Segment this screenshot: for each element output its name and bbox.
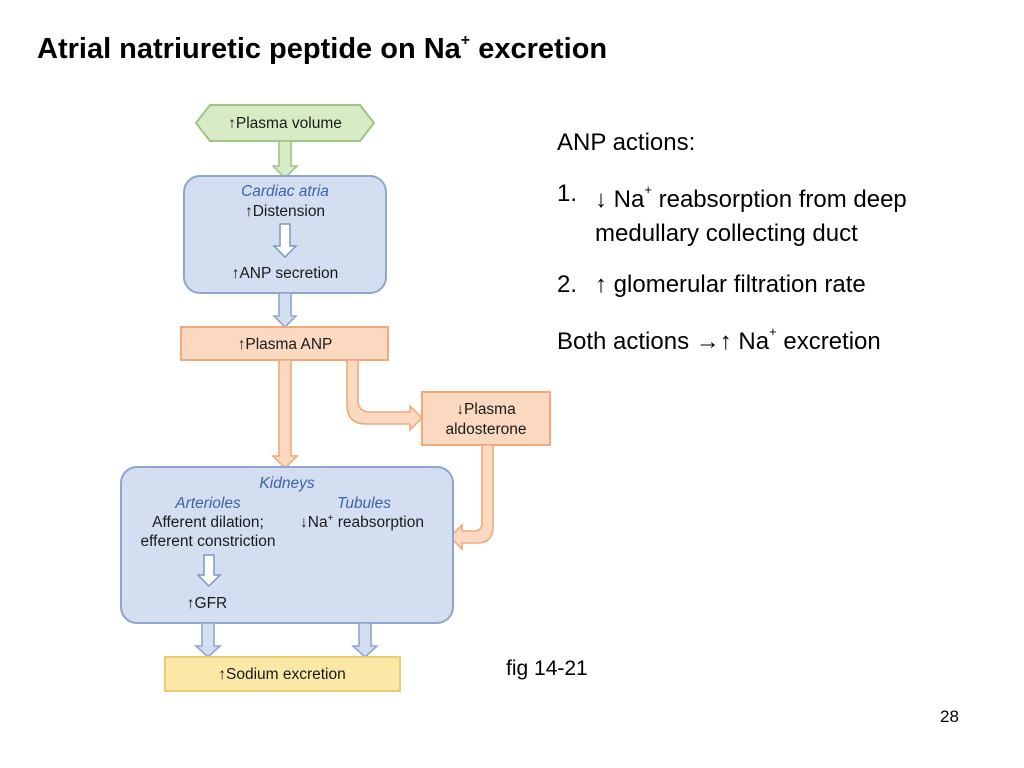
arrow-distension-to-secretion [272,223,298,259]
arrow-kidneys-to-excretion-right [350,622,380,659]
arrow-anp-to-aldosterone [346,359,424,432]
afferent-label: Afferent dilation; [152,514,264,531]
plasma-volume-label: ↑Plasma volume [228,115,342,132]
arrow-atria-to-anp [272,292,298,329]
arrow-arterioles-to-gfr [196,554,222,588]
na-reabsorption-label: ↓Na+ reabsorption [300,513,424,531]
title-main: Atrial natriuretic peptide on Na [37,33,461,65]
arrow-aldosterone-to-tubules [448,444,494,551]
na-reabs-sup: + [328,513,334,524]
anp-secretion-label: ↑ANP secretion [232,265,339,282]
figure-reference: fig 14-21 [506,657,588,680]
plasma-anp-label: ↑Plasma ANP [238,336,333,353]
right-up-arrow-icon: →↑ [695,328,732,355]
action-item-2-number: 2. [557,271,578,298]
arrow-volume-to-atria [271,140,299,180]
action-item-1-rest: reabsorption from deep medullary collect… [595,186,907,247]
page-number: 28 [940,707,959,726]
action-item-1: 1. ↓ Na+ reabsorption from deep medullar… [557,177,997,251]
title-sup: + [460,32,471,50]
both-actions-line: Both actions →↑ Na+ excretion [557,319,997,359]
gfr-label: ↑GFR [187,595,227,612]
both-actions-sup: + [769,324,777,339]
action-item-1-text: ↓ Na+ reabsorption from deep medullary c… [595,177,997,251]
anp-actions-text: ANP actions: 1. ↓ Na+ reabsorption from … [557,126,997,376]
up-arrow-icon: ↑ [595,271,607,298]
plasma-aldosterone-box [421,391,551,446]
na-reabs-pre: ↓Na [300,514,328,531]
actions-heading: ANP actions: [557,129,696,156]
both-actions-post: excretion [776,328,881,355]
plasma-aldosterone-label-1: ↓Plasma [456,401,516,418]
both-actions-na: Na [731,328,770,355]
efferent-label: efferent constriction [141,533,276,550]
action-item-1-na: Na [607,186,645,213]
sodium-excretion-label: ↑Sodium excretion [218,666,346,683]
distension-label: ↑Distension [245,203,325,220]
sodium-excretion-box [164,656,401,692]
arterioles-label: Arterioles [174,495,241,512]
title-tail: excretion [470,33,608,65]
action-item-1-sup: + [644,182,652,197]
down-arrow-icon: ↓ [595,186,607,213]
both-actions-pre: Both actions [557,328,696,355]
action-item-2-text: ↑ glomerular filtration rate [595,268,997,302]
kidneys-label: Kidneys [259,475,314,492]
plasma-aldosterone-label-2: aldosterone [445,421,526,438]
action-item-2: 2. ↑ glomerular filtration rate [557,268,997,302]
cardiac-atria-label: Cardiac atria [241,183,329,200]
action-item-2-rest: glomerular filtration rate [607,271,866,298]
na-reabs-post: reabsorption [333,514,423,531]
arrow-kidneys-to-excretion-left [193,622,223,659]
action-item-1-number: 1. [557,180,578,207]
arrow-anp-to-kidneys [271,359,299,470]
plasma-volume-box [194,104,376,142]
slide-title: Atrial natriuretic peptide on Na+ excret… [37,32,608,66]
tubules-label: Tubules [337,495,391,512]
kidneys-box [120,466,454,624]
